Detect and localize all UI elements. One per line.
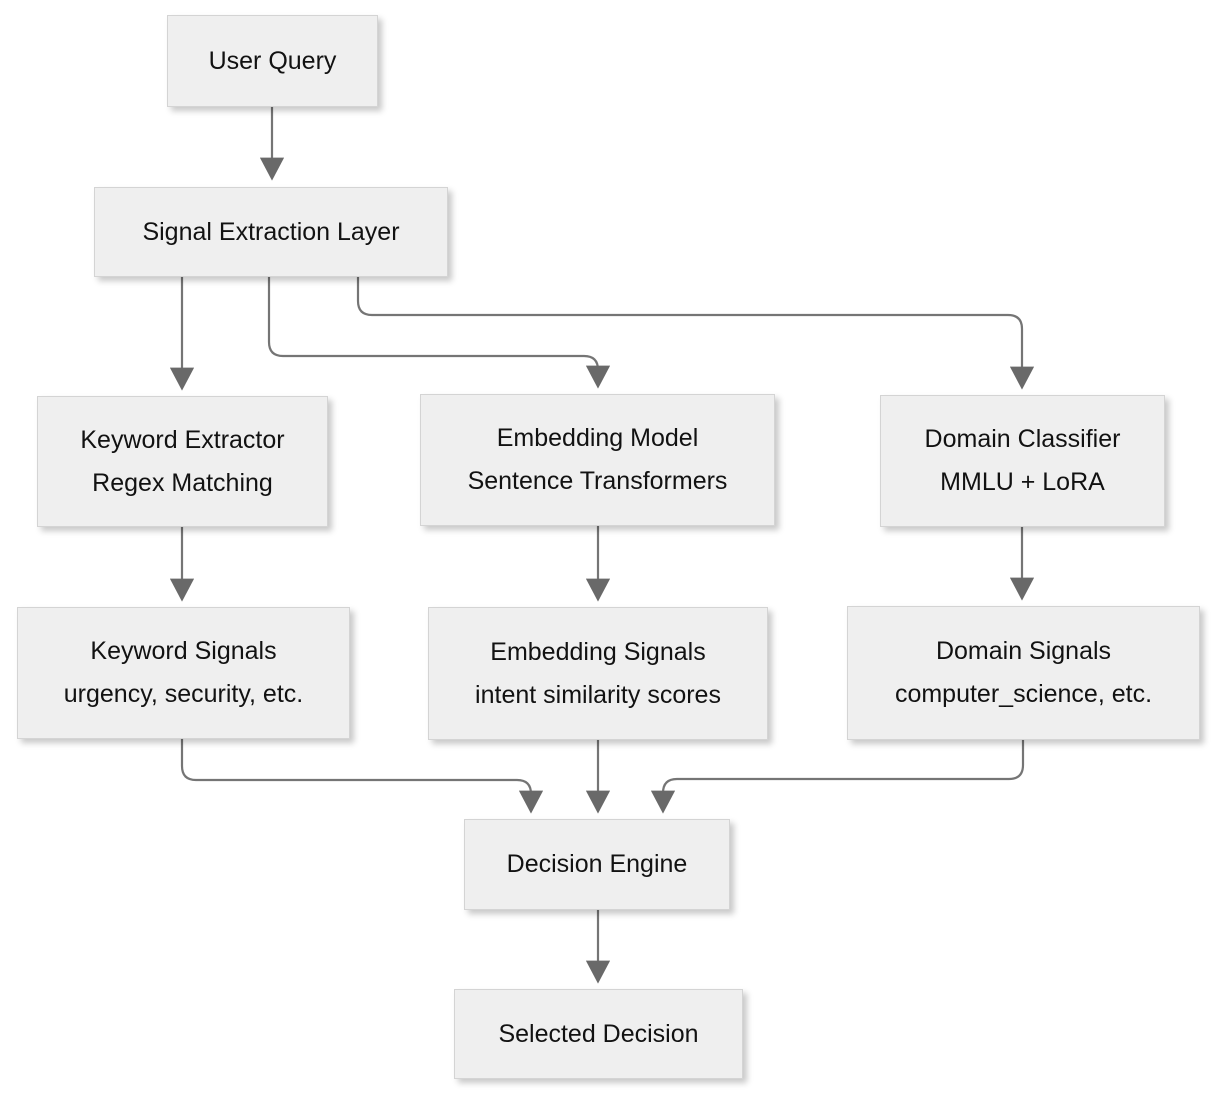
node-user-query: User Query [167, 15, 378, 107]
node-decision-engine-label-1: Decision Engine [506, 850, 688, 878]
node-keyword-extractor-label-1: Keyword Extractor [80, 425, 285, 454]
node-domain-classifier-label-1: Domain Classifier [924, 425, 1121, 453]
node-embedding-model-label-1: Embedding Model [496, 424, 699, 452]
node-decision-engine: Decision Engine [464, 819, 730, 910]
node-domain-signals-label-1: Domain Signals [935, 637, 1112, 665]
node-keyword-signals-label-2: urgency, security, etc. [63, 680, 304, 708]
edge-domain-signals-to-decision-engine [650, 740, 1025, 814]
edge-signal-extraction-layer-to-embedding-model [267, 277, 611, 389]
edge-signal-extraction-layer-to-domain-classifier [356, 277, 1035, 390]
node-embedding-model-label-2: Sentence Transformers [467, 467, 728, 495]
node-keyword-extractor-label-2: Regex Matching [92, 468, 273, 497]
node-domain-signals-label-2: computer_science, etc. [894, 680, 1153, 708]
node-selected-decision-label-1: Selected Decision [498, 1019, 699, 1048]
node-embedding-signals: Embedding Signals intent similarity score… [428, 607, 768, 740]
node-signal-extraction-layer-label-1: Signal Extraction Layer [142, 217, 400, 246]
edge-keyword-signals-to-decision-engine [180, 739, 544, 814]
node-user-query-label-1: User Query [208, 46, 337, 75]
node-domain-signals: Domain Signals computer_science, etc. [847, 606, 1200, 740]
node-embedding-signals-label-2: intent similarity scores [475, 680, 721, 709]
node-signal-extraction-layer: Signal Extraction Layer [94, 187, 448, 277]
node-keyword-signals-label-1: Keyword Signals [90, 637, 277, 665]
node-selected-decision: Selected Decision [454, 989, 743, 1079]
node-domain-classifier-label-2: MMLU + LoRA [940, 468, 1105, 496]
node-keyword-signals: Keyword Signals urgency, security, etc. [17, 607, 350, 739]
node-embedding-signals-label-1: Embedding Signals [490, 637, 706, 666]
